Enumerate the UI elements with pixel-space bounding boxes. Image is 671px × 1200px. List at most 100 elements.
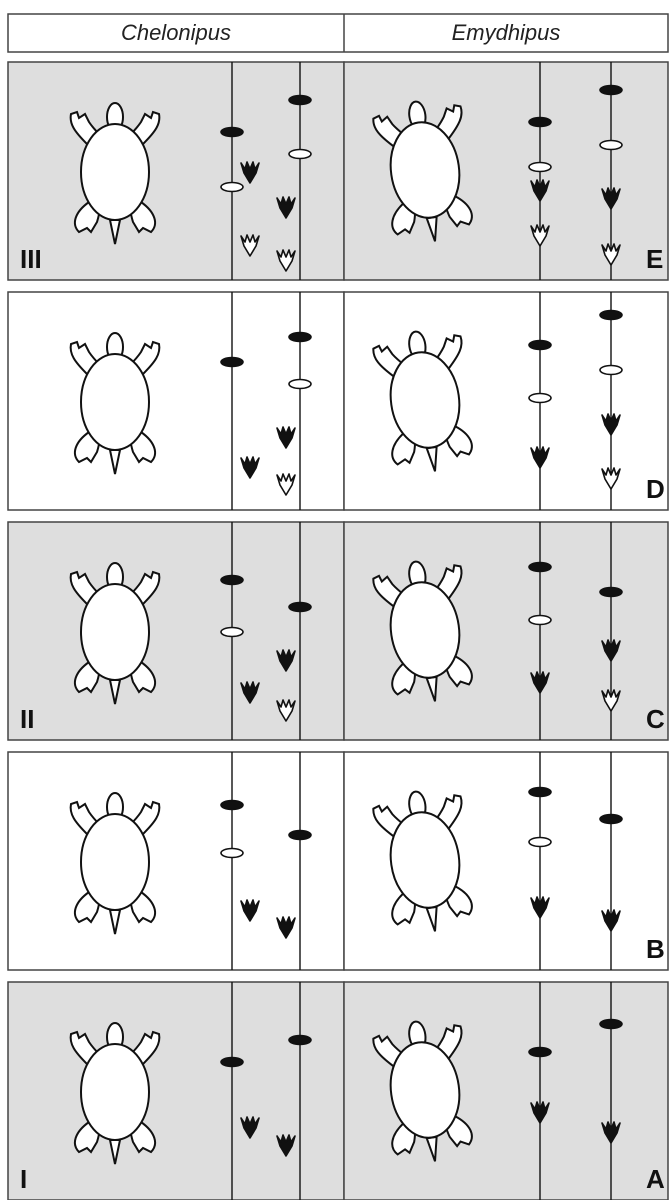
oval-mark-hollow — [288, 148, 312, 160]
footprint-filled-icon — [530, 446, 550, 469]
footprint-filled-icon — [240, 899, 260, 922]
row-label-right: E — [646, 244, 663, 274]
panel-left — [7, 751, 345, 971]
oval-mark-filled — [528, 339, 552, 351]
footprint-hollow-icon — [601, 689, 621, 712]
oval-mark-filled — [528, 561, 552, 573]
footprint-filled-icon — [276, 649, 296, 672]
footprint-filled-icon — [601, 1121, 621, 1144]
oval-mark-hollow — [528, 836, 552, 848]
figure-row: B — [7, 751, 669, 971]
footprint-filled-icon — [276, 426, 296, 449]
footprint-filled-icon — [530, 671, 550, 694]
figure-row: III E — [7, 61, 669, 281]
oval-mark-filled — [288, 94, 312, 106]
turtle-icon — [372, 560, 473, 702]
footprint-hollow-icon — [601, 467, 621, 490]
oval-mark-filled — [599, 84, 623, 96]
turtle-icon — [69, 562, 161, 705]
turtle-shell — [80, 583, 150, 681]
turtle-icon — [372, 1020, 473, 1162]
turtle-shell — [389, 581, 461, 679]
oval-mark-hollow — [599, 364, 623, 376]
footprint-filled-icon — [240, 161, 260, 184]
oval-mark-filled — [220, 356, 244, 368]
panel-left — [7, 981, 345, 1200]
footprint-hollow-icon — [601, 243, 621, 266]
turtle-icon — [69, 102, 161, 245]
footprint-filled-icon — [601, 187, 621, 210]
oval-mark-hollow — [220, 847, 244, 859]
turtle-shell — [80, 1043, 150, 1141]
turtle-shell — [389, 1041, 461, 1139]
footprint-filled-icon — [240, 456, 260, 479]
row-label-right: D — [646, 474, 665, 504]
oval-mark-filled — [528, 1046, 552, 1058]
turtle-icon — [69, 1022, 161, 1165]
figure-row: II C — [7, 521, 669, 741]
footprint-hollow-icon — [240, 234, 260, 257]
oval-mark-filled — [288, 331, 312, 343]
oval-mark-filled — [288, 1034, 312, 1046]
turtle-shell — [389, 351, 461, 449]
oval-mark-hollow — [528, 614, 552, 626]
footprint-hollow-icon — [276, 699, 296, 722]
row-label-left: II — [20, 704, 34, 734]
row-label-left: I — [20, 1164, 27, 1194]
panel-left — [7, 291, 345, 511]
oval-mark-filled — [599, 1018, 623, 1030]
oval-mark-filled — [599, 813, 623, 825]
turtle-shell — [80, 813, 150, 911]
footprint-filled-icon — [601, 639, 621, 662]
footprint-hollow-icon — [276, 249, 296, 272]
turtle-icon — [372, 330, 473, 472]
oval-mark-filled — [220, 799, 244, 811]
footprint-filled-icon — [530, 1101, 550, 1124]
oval-mark-filled — [220, 1056, 244, 1068]
oval-mark-filled — [528, 786, 552, 798]
turtle-shell — [80, 123, 150, 221]
oval-mark-filled — [599, 586, 623, 598]
header-left: Chelonipus — [121, 20, 231, 45]
oval-mark-filled — [220, 126, 244, 138]
oval-mark-filled — [528, 116, 552, 128]
oval-mark-filled — [599, 309, 623, 321]
figure-row: D — [7, 291, 669, 511]
header-bar — [7, 13, 669, 53]
panel-left — [7, 61, 345, 281]
footprint-filled-icon — [276, 916, 296, 939]
footprint-hollow-icon — [276, 473, 296, 496]
turtle-icon — [69, 332, 161, 475]
row-label-left: III — [20, 244, 42, 274]
footprint-filled-icon — [601, 909, 621, 932]
footprint-filled-icon — [276, 196, 296, 219]
turtle-icon — [69, 792, 161, 935]
oval-mark-hollow — [528, 392, 552, 404]
oval-mark-filled — [288, 829, 312, 841]
header-right: Emydhipus — [452, 20, 561, 45]
turtle-icon — [372, 100, 473, 242]
oval-mark-hollow — [528, 161, 552, 173]
oval-mark-hollow — [288, 378, 312, 390]
oval-mark-hollow — [220, 181, 244, 193]
row-label-right: A — [646, 1164, 665, 1194]
footprint-filled-icon — [276, 1134, 296, 1157]
turtle-shell — [80, 353, 150, 451]
footprint-filled-icon — [240, 1116, 260, 1139]
oval-mark-filled — [220, 574, 244, 586]
footprint-filled-icon — [601, 413, 621, 436]
footprint-hollow-icon — [530, 224, 550, 247]
row-label-right: B — [646, 934, 665, 964]
footprint-filled-icon — [530, 179, 550, 202]
turtle-icon — [372, 790, 473, 932]
oval-mark-hollow — [599, 139, 623, 151]
turtle-shell — [389, 811, 461, 909]
row-label-right: C — [646, 704, 665, 734]
oval-mark-hollow — [220, 626, 244, 638]
footprint-filled-icon — [530, 896, 550, 919]
footprint-filled-icon — [240, 681, 260, 704]
oval-mark-filled — [288, 601, 312, 613]
